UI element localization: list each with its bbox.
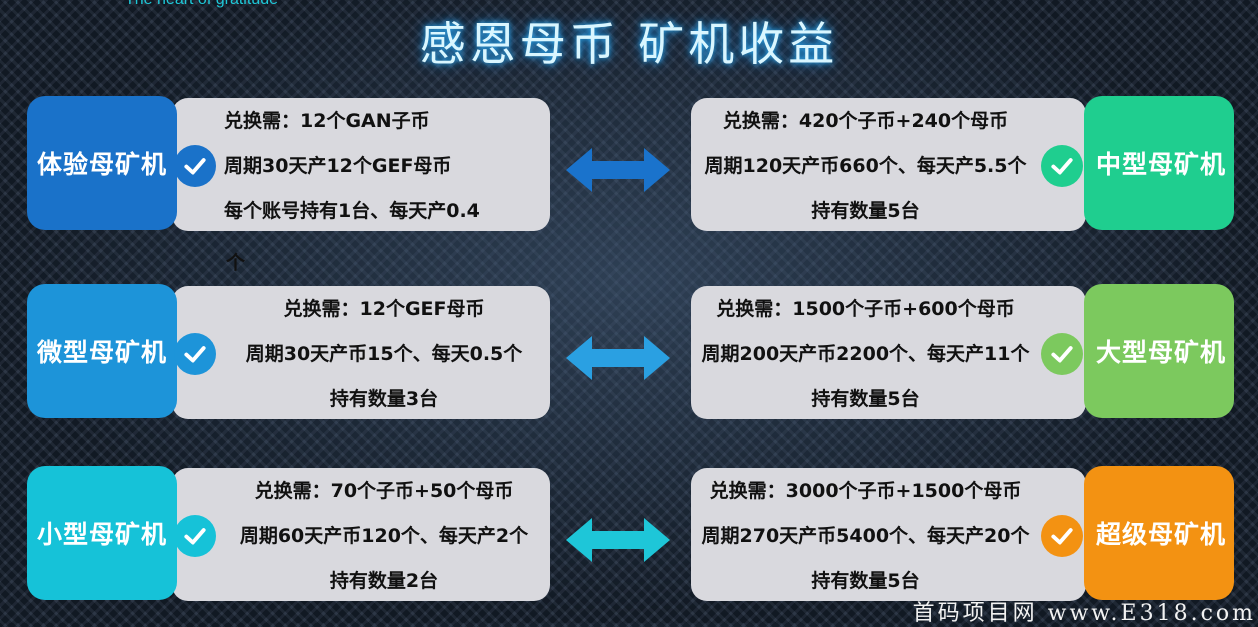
double-arrow-icon (566, 336, 670, 380)
watermark: 首码项目网 www.E318.com (912, 601, 1256, 626)
info-line: 兑换需：12个GEF母币 (283, 298, 485, 320)
miner-info-panel-large: 兑换需：1500个子币+600个母币 周期200天产币2200个、每天产11个 … (691, 286, 1086, 419)
page-title: 感恩母币 矿机收益 (419, 17, 839, 71)
double-arrow-icon (566, 518, 670, 562)
info-line: 每个账号持有1台、每天产0.4 (224, 200, 480, 222)
miner-row-3: 兑换需：70个子币+50个母币 周期60天产币120个、每天产2个 持有数量2台… (0, 466, 1258, 608)
info-line: 持有数量5台 (811, 570, 920, 592)
info-line: 周期120天产币660个、每天产5.5个 (704, 155, 1027, 177)
check-circle-icon (174, 145, 216, 187)
check-circle-icon (174, 333, 216, 375)
info-line: 周期60天产币120个、每天产2个 (239, 525, 529, 547)
check-circle-icon (1041, 145, 1083, 187)
subtitle: The heart of gratitude (125, 0, 278, 9)
miner-label-large: 大型母矿机 (1084, 284, 1234, 418)
miner-label-trial: 体验母矿机 (27, 96, 177, 230)
miner-info-panel-small: 兑换需：70个子币+50个母币 周期60天产币120个、每天产2个 持有数量2台 (172, 468, 550, 601)
miner-label-medium: 中型母矿机 (1084, 96, 1234, 230)
info-line: 周期270天产币5400个、每天产20个 (701, 525, 1030, 547)
info-line: 持有数量3台 (329, 388, 439, 410)
miner-row-1: 兑换需：12个GAN子币 周期30天产12个GEF母币 每个账号持有1台、每天产… (0, 96, 1258, 274)
info-line: 持有数量5台 (811, 388, 920, 410)
double-arrow-icon (566, 148, 670, 192)
info-line: 兑换需：1500个子币+600个母币 (716, 298, 1015, 320)
miner-info-panel-super: 兑换需：3000个子币+1500个母币 周期270天产币5400个、每天产20个… (691, 468, 1086, 601)
check-circle-icon (174, 515, 216, 557)
miner-info-panel-micro: 兑换需：12个GEF母币 周期30天产币15个、每天0.5个 持有数量3台 (172, 286, 550, 419)
miner-label-small: 小型母矿机 (27, 466, 177, 600)
info-line: 周期200天产币2200个、每天产11个 (701, 343, 1030, 365)
info-line: 持有数量5台 (811, 200, 920, 222)
info-line: 兑换需：3000个子币+1500个母币 (709, 480, 1022, 502)
check-circle-icon (1041, 333, 1083, 375)
miner-row-2: 兑换需：12个GEF母币 周期30天产币15个、每天0.5个 持有数量3台 微型… (0, 284, 1258, 426)
info-line: 周期30天产币15个、每天0.5个 (245, 343, 523, 365)
info-line: 周期30天产12个GEF母币 (224, 155, 452, 177)
info-line: 兑换需：420个子币+240个母币 (722, 110, 1009, 132)
info-line: 持有数量2台 (329, 570, 439, 592)
info-line: 兑换需：70个子币+50个母币 (254, 480, 514, 502)
miner-info-panel-trial: 兑换需：12个GAN子币 周期30天产12个GEF母币 每个账号持有1台、每天产… (172, 98, 550, 231)
info-line: 兑换需：12个GAN子币 (224, 110, 430, 132)
info-line-overflow: 个 (226, 252, 246, 274)
check-circle-icon (1041, 515, 1083, 557)
miner-label-micro: 微型母矿机 (27, 284, 177, 418)
miner-info-panel-medium: 兑换需：420个子币+240个母币 周期120天产币660个、每天产5.5个 持… (691, 98, 1086, 231)
miner-label-super: 超级母矿机 (1084, 466, 1234, 600)
